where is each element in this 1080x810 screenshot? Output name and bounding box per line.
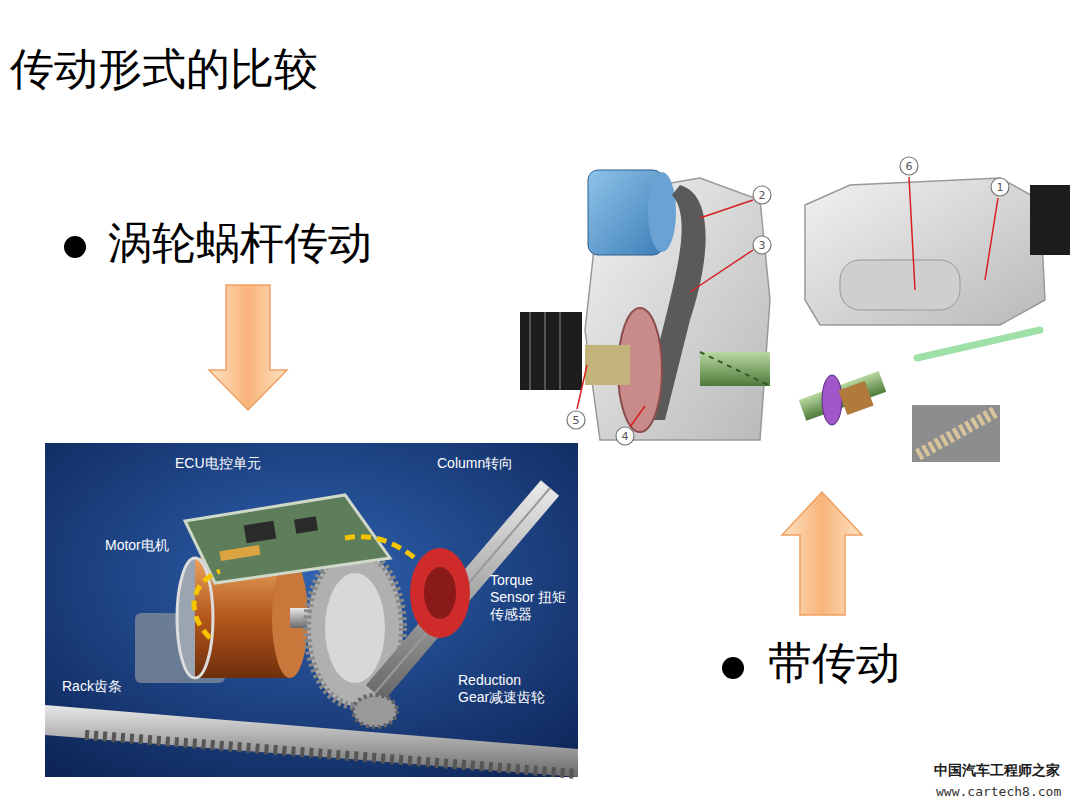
callout-rings [567,157,1009,445]
callout-number: 3 [759,240,766,251]
callout-number: 1 [997,182,1004,193]
callout-number: 2 [759,190,766,201]
block-arrow [209,285,287,410]
part-label: Motor电机 [105,537,169,554]
belt-drive-illustration [520,157,1070,462]
watermark: 中国汽车工程师之家 [934,762,1060,778]
slide-title: 传动形式的比较 [10,44,318,95]
callout-number: 4 [622,431,629,442]
part-label: Rack齿条 [62,678,122,695]
part-label: Column转向 [437,455,513,472]
bullet-text: 涡轮蜗杆传动 [108,218,372,269]
illustration-panel: ECU电控单元 Column转向 Motor电机 Torque Sensor 扭矩传感… [45,443,578,777]
callout-number: 5 [573,415,580,426]
watermark-url: www.cartech8.com [936,785,1061,800]
bullet-dot [64,236,86,258]
part-label: Reduction Gear减速齿轮 [458,672,556,706]
eps-cutaway [45,443,578,777]
bullet-text: 带传动 [768,638,900,689]
part-label: ECU电控单元 [175,455,261,472]
part-label: Torque Sensor 扭矩传感器 [490,572,570,622]
leader-lines [577,177,998,427]
bullet-dot [722,657,744,679]
block-arrow [782,492,862,615]
callout-number: 6 [906,161,913,172]
